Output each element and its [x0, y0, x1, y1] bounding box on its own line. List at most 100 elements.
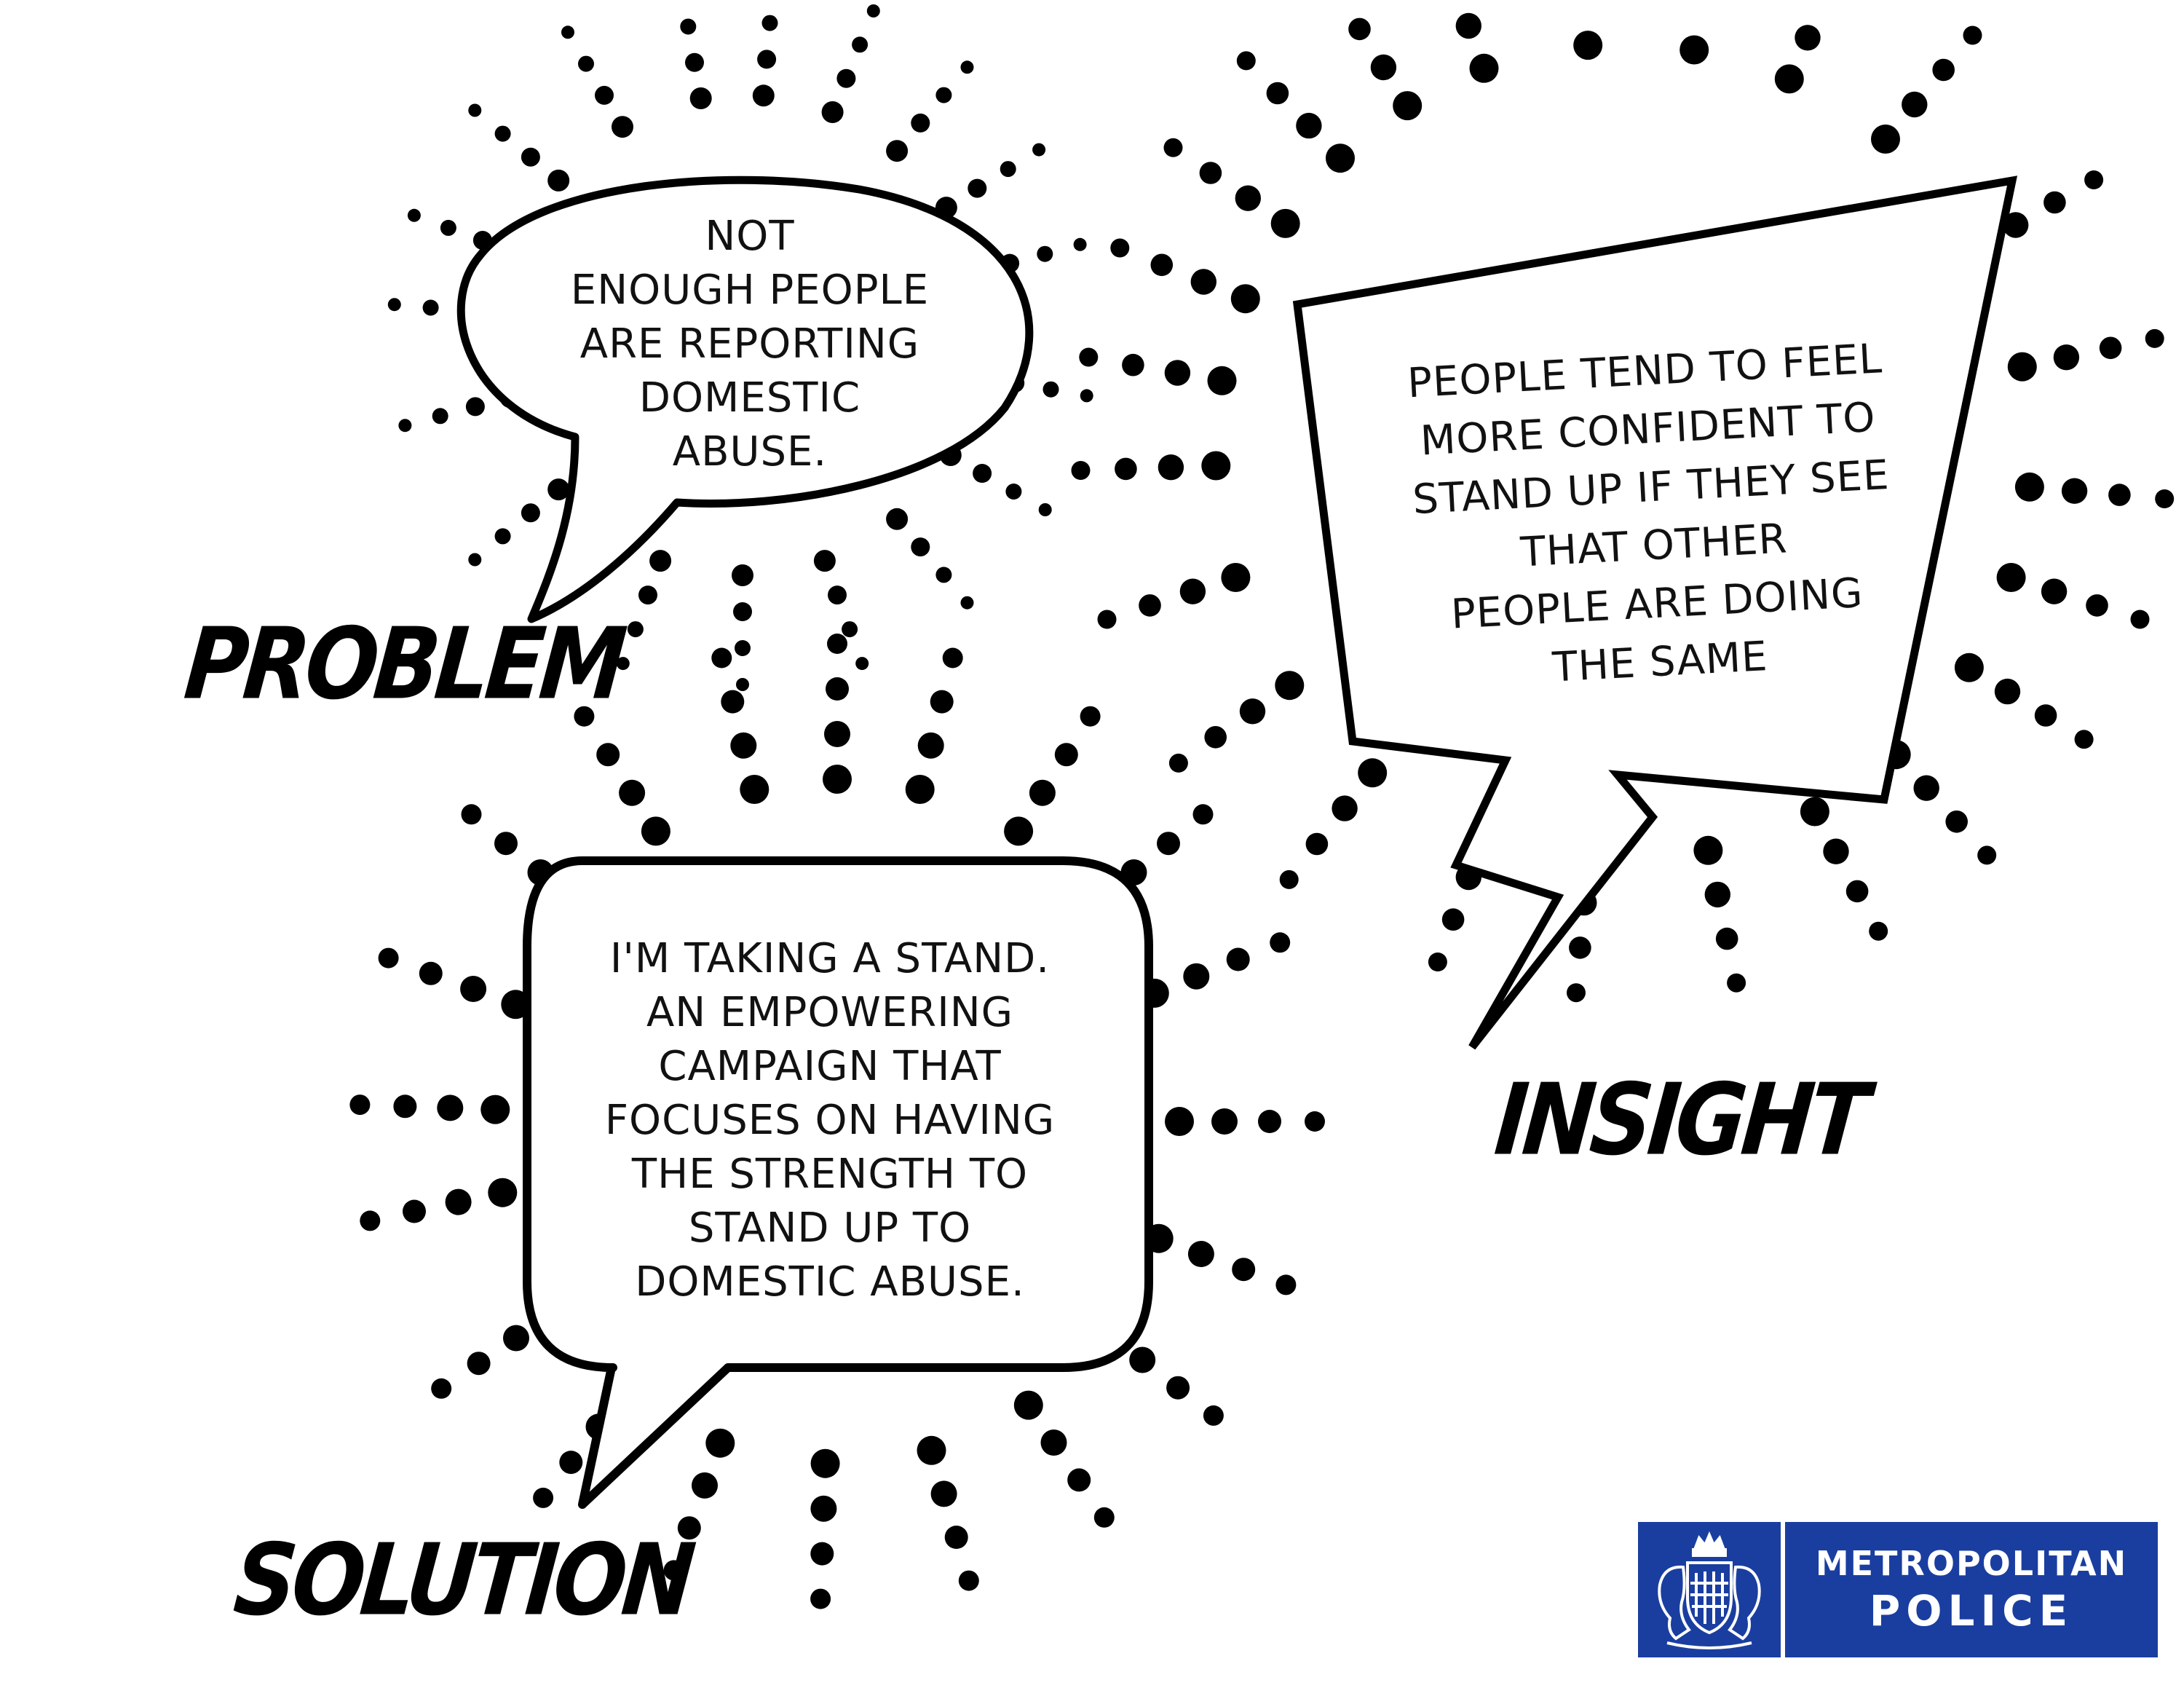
logo-line-metropolitan: METROPOLITAN — [1815, 1544, 2128, 1583]
solution-line: FOCUSES ON HAVING — [604, 1097, 1056, 1144]
burst-dot — [1080, 706, 1101, 727]
burst-dot — [378, 947, 399, 969]
burst-dot — [1275, 671, 1305, 701]
burst-dot — [1795, 25, 1821, 51]
burst-dot — [547, 478, 570, 501]
burst-dot — [398, 419, 412, 433]
burst-dot — [1963, 25, 1982, 45]
burst-dot — [821, 101, 844, 123]
burst-dot — [1455, 12, 1482, 39]
burst-dot — [612, 116, 633, 138]
metropolitan-police-logo: METROPOLITAN POLICE — [1638, 1522, 2158, 1657]
burst-dot — [1150, 253, 1174, 277]
burst-dot — [407, 208, 421, 222]
burst-dot — [680, 18, 697, 35]
burst-dot — [761, 15, 778, 31]
burst-dot — [685, 52, 704, 72]
burst-dot — [1693, 835, 1723, 865]
burst-dot — [1270, 932, 1291, 953]
burst-dot — [1236, 51, 1256, 71]
burst-dot — [813, 550, 836, 572]
burst-dot — [2074, 730, 2094, 749]
burst-dot — [1000, 161, 1016, 178]
burst-dot — [465, 397, 485, 417]
burst-dot — [467, 1352, 491, 1376]
burst-dot — [866, 4, 880, 17]
problem-line: ABUSE. — [672, 428, 828, 476]
burst-dot — [1211, 1108, 1238, 1135]
burst-dot — [2041, 578, 2068, 604]
burst-dot — [440, 219, 456, 236]
burst-dot — [1032, 143, 1046, 157]
burst-dot — [711, 647, 732, 669]
burst-dot — [828, 585, 847, 605]
solution-line: AN EMPOWERING — [646, 989, 1013, 1036]
burst-dot — [1037, 245, 1053, 262]
burst-dot — [1110, 238, 1130, 258]
burst-dot — [1157, 832, 1180, 856]
insight-speech-bubble — [1292, 175, 2018, 1050]
burst-dot — [1266, 82, 1289, 105]
burst-dot — [1913, 775, 1939, 801]
burst-dot — [1183, 963, 1210, 990]
burst-dot — [810, 1495, 837, 1522]
burst-dot — [547, 169, 570, 192]
burst-dot — [930, 1480, 957, 1507]
burst-dot — [911, 113, 930, 133]
problem-text: NOT ENOUGH PEOPLE ARE REPORTING DOMESTIC… — [502, 210, 997, 479]
burst-dot — [1038, 503, 1052, 516]
burst-dot — [1996, 563, 2026, 592]
burst-dot — [2053, 344, 2080, 371]
burst-dot — [968, 178, 987, 198]
burst-dot — [1093, 1507, 1115, 1528]
burst-dot — [578, 55, 594, 72]
burst-dot — [1192, 804, 1214, 825]
burst-dot — [827, 634, 847, 654]
solution-line: STAND UP TO — [688, 1204, 972, 1252]
problem-line: DOMESTIC — [638, 374, 861, 422]
burst-dot — [705, 1428, 735, 1458]
burst-dot — [521, 147, 540, 167]
burst-dot — [1270, 208, 1300, 238]
burst-dot — [494, 832, 518, 856]
logo-wordmark: METROPOLITAN POLICE — [1785, 1522, 2158, 1657]
burst-dot — [641, 816, 670, 846]
burst-dot — [2099, 336, 2122, 360]
burst-dot — [692, 1472, 718, 1499]
burst-dot — [2003, 212, 2029, 238]
burst-dot — [836, 68, 856, 88]
burst-dot — [1168, 753, 1188, 773]
burst-dot — [2014, 472, 2044, 502]
burst-dot — [437, 1095, 464, 1121]
burst-dot — [422, 299, 439, 316]
burst-dot — [461, 804, 482, 825]
burst-dot — [736, 678, 749, 691]
solution-line: CAMPAIGN THAT — [658, 1043, 1002, 1090]
burst-dot — [2155, 489, 2175, 508]
burst-dot — [1994, 678, 2021, 705]
solution-label: SOLUTION — [229, 1522, 696, 1638]
burst-dot — [1823, 838, 1849, 864]
burst-dot — [958, 1570, 979, 1591]
burst-dot — [1230, 284, 1260, 314]
burst-dot — [1977, 845, 1997, 865]
burst-dot — [1054, 743, 1078, 767]
solution-speech-bubble — [523, 856, 1153, 1509]
burst-dot — [905, 775, 935, 804]
solution-text: I'M TAKING A STAND. AN EMPOWERING CAMPAI… — [553, 932, 1107, 1309]
burst-dot — [494, 125, 511, 142]
burst-dot — [1932, 58, 1955, 82]
burst-dot — [1845, 880, 1869, 903]
burst-dot — [1204, 726, 1227, 749]
burst-dot — [917, 732, 944, 759]
problem-label: PROBLEM — [180, 606, 627, 722]
burst-dot — [638, 585, 657, 605]
crest-graphic — [1658, 1531, 1761, 1649]
burst-dot — [403, 1199, 426, 1223]
solution-line: THE STRENGTH TO — [631, 1151, 1029, 1198]
burst-dot — [810, 1542, 834, 1566]
insight-text: PEOPLE TEND TO FEEL MORE CONFIDENT TO ST… — [1316, 326, 1989, 709]
burst-dot — [960, 60, 974, 74]
burst-dot — [1279, 869, 1299, 889]
burst-dot — [1239, 698, 1266, 725]
